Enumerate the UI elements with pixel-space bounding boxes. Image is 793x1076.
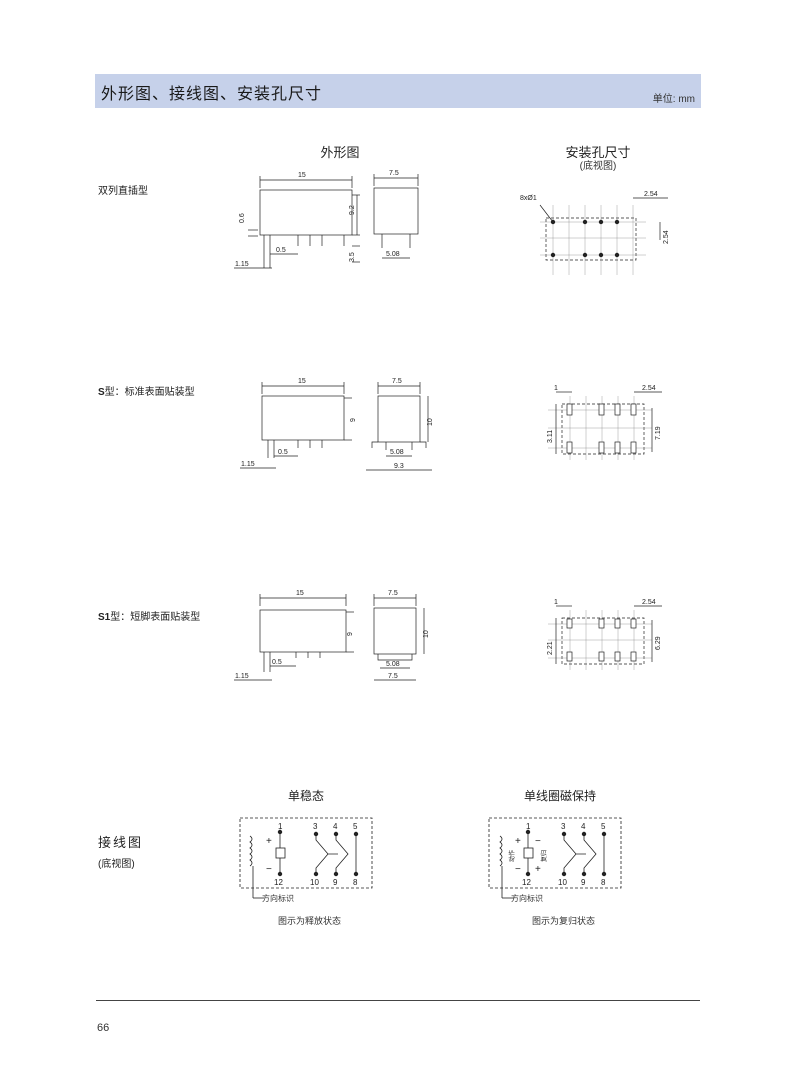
latch-title: 单线圈磁保持: [523, 789, 596, 803]
section-header: 外形图、接线图、安装孔尺寸 单位: mm: [95, 74, 701, 108]
s1-foot: 7.5: [388, 673, 398, 680]
s1-pin: 0.5: [272, 659, 282, 666]
s-pitch: 5.08: [390, 449, 404, 456]
s1-front-body: [259, 609, 347, 653]
s-pin: 0.5: [278, 449, 288, 456]
dip-len: 15: [298, 172, 306, 179]
s1-pitch: 5.08: [386, 661, 400, 668]
s1-len: 15: [296, 590, 304, 597]
single-orient-label: 方向标识: [262, 894, 294, 903]
footer-rule: [96, 1000, 700, 1001]
page-number: 66: [97, 1022, 110, 1034]
s1-hp: 2.54: [642, 599, 656, 606]
latch-reset: 复归: [540, 850, 548, 862]
svg-text:8: 8: [353, 878, 358, 887]
svg-text:+: +: [266, 836, 272, 847]
svg-text:5: 5: [353, 822, 358, 831]
svg-text:+: +: [515, 836, 521, 847]
s-front-body: [261, 395, 345, 441]
s1-w: 7.5: [388, 590, 398, 597]
svg-text:−: −: [535, 836, 541, 847]
single-orient-mark: [249, 835, 253, 867]
svg-text:8: 8: [601, 878, 606, 887]
s-h: 9: [350, 418, 357, 422]
latch-orient-label: 方向标识: [511, 894, 543, 903]
dip-pitch: 5.08: [386, 251, 400, 258]
svg-text:10: 10: [310, 878, 319, 887]
dip-w: 7.5: [389, 170, 399, 177]
single-caption: 图示为释放状态: [278, 916, 342, 926]
latch-caption: 图示为复归状态: [532, 916, 596, 926]
latch-outline: [488, 817, 622, 889]
svg-text:4: 4: [333, 822, 338, 831]
svg-text:3: 3: [313, 822, 318, 831]
s1-pad-w: 1: [554, 599, 558, 606]
latch-act: 动作: [508, 850, 516, 862]
row-label-dip: 双列直插型: [98, 186, 148, 197]
dip-edge: 1.15: [235, 261, 249, 268]
svg-text:3: 3: [561, 822, 566, 831]
unit-label: 单位: mm: [652, 94, 695, 105]
svg-text:1: 1: [278, 822, 283, 831]
s-foot: 9.3: [394, 463, 404, 470]
dip-front-body: [259, 189, 353, 236]
single-coil: [275, 847, 286, 859]
s-hh: 10: [427, 418, 434, 426]
s1-hh: 10: [423, 630, 430, 638]
svg-text:+: +: [535, 864, 541, 875]
s1-pad-h: 2.21: [547, 641, 554, 655]
row-label-s1: S1型：短脚表面贴装型: [98, 612, 201, 623]
svg-text:9: 9: [581, 878, 586, 887]
svg-text:10: 10: [558, 878, 567, 887]
svg-text:4: 4: [581, 822, 586, 831]
dip-pin: 0.5: [276, 247, 286, 254]
s-hp: 2.54: [642, 385, 656, 392]
section-title: 外形图、接线图、安装孔尺寸: [101, 86, 323, 103]
mounting-subheading: (底视图): [579, 161, 617, 172]
svg-text:−: −: [266, 864, 272, 875]
s1-side-body: [373, 607, 417, 655]
dip-stand: 0.6: [239, 213, 246, 223]
latch-coil: [523, 847, 534, 859]
outline-heading: 外形图: [320, 145, 360, 160]
svg-text:−: −: [515, 864, 521, 875]
svg-text:9: 9: [333, 878, 338, 887]
svg-text:1: 1: [526, 822, 531, 831]
svg-text:12: 12: [522, 878, 531, 887]
single-outline: [239, 817, 373, 889]
s-pad-h: 3.11: [547, 430, 554, 443]
s-span: 7.19: [655, 426, 662, 440]
dip-side-body: [373, 187, 419, 235]
dip-pinlen: 3.5: [349, 252, 356, 262]
row-label-s: S型：标准表面贴装型: [98, 387, 195, 398]
s1-edge: 1.15: [235, 673, 249, 680]
wiring-subtitle: (底视图): [98, 859, 135, 870]
s-pad-w: 1: [554, 385, 558, 392]
svg-text:5: 5: [601, 822, 606, 831]
dip-holes: 8xØ1: [520, 195, 537, 202]
dip-hp: 2.54: [644, 191, 658, 198]
wiring-label: 接线图 (底视图): [98, 832, 143, 870]
s-len: 15: [298, 378, 306, 385]
svg-text:12: 12: [274, 878, 283, 887]
dip-h: 9.2: [349, 205, 356, 215]
s-edge: 1.15: [241, 461, 255, 468]
single-title: 单稳态: [287, 789, 324, 803]
s-w: 7.5: [392, 378, 402, 385]
dip-vp: 2.54: [663, 230, 670, 244]
s-side-body: [377, 395, 421, 443]
dip-hole-outline: [545, 217, 637, 261]
s1-span: 6.29: [655, 636, 662, 650]
mounting-heading: 安装孔尺寸: [565, 145, 631, 160]
s1-h: 9: [347, 632, 354, 636]
latch-orient-mark: [499, 835, 503, 867]
wiring-title: 接线图: [98, 835, 144, 850]
s1-pad-outline: [561, 617, 645, 665]
